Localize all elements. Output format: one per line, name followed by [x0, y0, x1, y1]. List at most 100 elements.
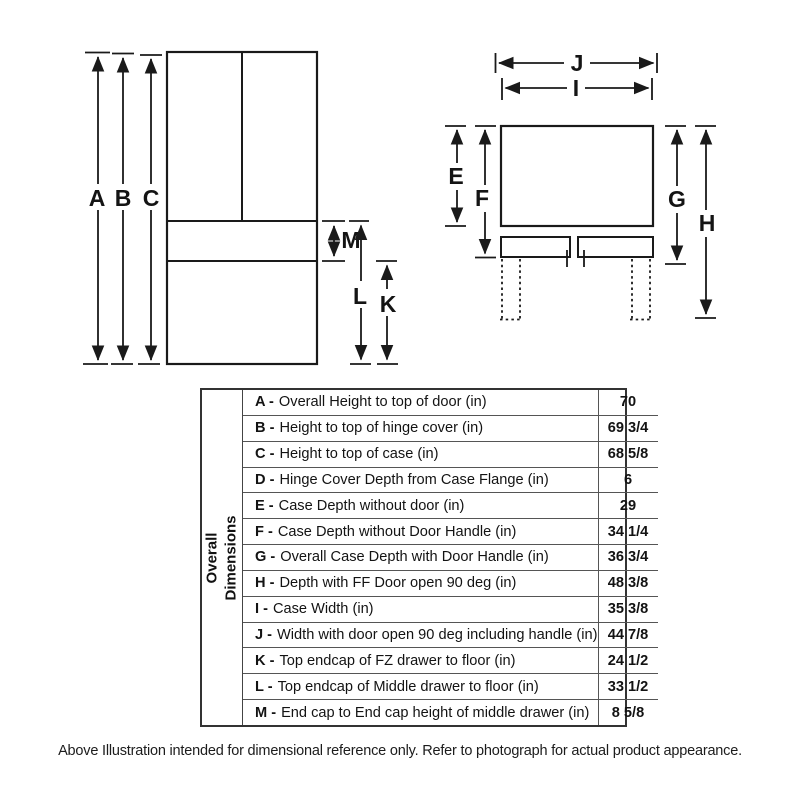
row-desc: Height to top of case (in)	[279, 446, 439, 463]
label-backing	[112, 184, 134, 210]
row-letter: H -	[255, 575, 275, 592]
dimension-diagram: A B C M	[83, 50, 720, 366]
row-value: 36 3/4	[607, 549, 649, 566]
open-door-projection-left	[500, 259, 521, 321]
table-row: M -End cap to End cap height of middle d…	[243, 700, 658, 725]
row-letter: D -	[255, 471, 275, 488]
dim-arrow-b: B	[111, 52, 134, 365]
row-desc: Top endcap of Middle drawer to floor (in…	[277, 678, 539, 695]
table-row: L -Top endcap of Middle drawer to floor …	[243, 674, 658, 701]
left-door-top-view	[500, 236, 571, 258]
table-row: G -Overall Case Depth with Door Handle (…	[243, 545, 658, 571]
dim-arrow-j: J	[494, 50, 658, 76]
row-desc-cell: K -Top endcap of FZ drawer to floor (in)	[243, 648, 599, 674]
row-desc-cell: A -Overall Height to top of door (in)	[243, 390, 599, 415]
row-letter: K -	[255, 652, 275, 669]
dim-arrow-m: M	[322, 220, 361, 262]
row-desc-cell: L -Top endcap of Middle drawer to floor …	[243, 674, 599, 700]
row-value: 29	[619, 497, 637, 514]
dim-label-l: L	[353, 283, 367, 309]
dim-arrow-c: C	[138, 54, 162, 365]
row-desc: Top endcap of FZ drawer to floor (in)	[279, 652, 516, 669]
row-desc-cell: H -Depth with FF Door open 90 deg (in)	[243, 570, 599, 596]
dim-label-b: B	[115, 185, 132, 211]
row-value: 6	[623, 471, 633, 488]
label-backing	[564, 50, 590, 75]
dim-arrow-h: H	[693, 125, 720, 319]
row-desc: Hinge Cover Depth from Case Flange (in)	[279, 471, 549, 488]
row-letter: C -	[255, 446, 275, 463]
row-desc: Width with door open 90 deg including ha…	[277, 627, 598, 644]
row-desc: Case Width (in)	[272, 601, 374, 618]
table-rows: A -Overall Height to top of door (in) 70…	[243, 390, 658, 725]
row-desc-cell: B -Height to top of hinge cover (in)	[243, 415, 599, 441]
dim-label-a: A	[89, 185, 106, 211]
dim-arrow-e: E	[444, 125, 467, 227]
dim-arrow-l: L	[349, 220, 371, 365]
dim-arrow-i: I	[501, 75, 653, 101]
dim-label-i: I	[573, 75, 579, 101]
row-desc: Overall Case Depth with Door Handle (in)	[280, 549, 549, 566]
row-letter: B -	[255, 420, 275, 437]
label-backing	[349, 281, 371, 308]
label-backing	[140, 184, 162, 210]
table-row: A -Overall Height to top of door (in) 70	[243, 390, 658, 416]
dim-label-j: J	[571, 50, 584, 76]
case-outline	[499, 124, 655, 228]
row-desc: Case Depth without door (in)	[278, 497, 465, 514]
row-desc: Depth with FF Door open 90 deg (in)	[279, 575, 517, 592]
front-view-diagram: A B C M	[83, 50, 398, 366]
row-letter: A -	[255, 394, 274, 411]
table-row: B -Height to top of hinge cover (in) 69 …	[243, 415, 658, 442]
row-desc-cell: F -Case Depth without Door Handle (in)	[243, 519, 599, 545]
row-desc-cell: G -Overall Case Depth with Door Handle (…	[243, 545, 599, 570]
row-value: 48 3/8	[607, 575, 649, 592]
dim-arrow-k: K	[376, 260, 398, 365]
row-desc: End cap to End cap height of middle draw…	[281, 704, 590, 721]
row-letter: J -	[255, 627, 273, 644]
dim-label-e: E	[448, 163, 463, 189]
dim-label-h: H	[699, 210, 716, 236]
row-desc: Case Depth without Door Handle (in)	[277, 523, 517, 540]
dim-arrow-a: A	[83, 51, 110, 365]
table-row: H -Depth with FF Door open 90 deg (in) 4…	[243, 570, 658, 597]
row-desc-cell: I - Case Width (in)	[243, 596, 599, 622]
row-letter: E -	[255, 497, 274, 514]
top-view-diagram: J I E	[444, 50, 720, 321]
row-letter: I -	[255, 601, 268, 618]
row-desc-cell: E -Case Depth without door (in)	[243, 493, 599, 519]
dim-label-k: K	[380, 291, 397, 317]
row-desc-cell: J -Width with door open 90 deg including…	[243, 622, 599, 648]
table-row: D -Hinge Cover Depth from Case Flange (i…	[243, 467, 658, 494]
label-backing	[664, 186, 690, 213]
row-desc: Overall Height to top of door (in)	[278, 394, 487, 411]
footer-caption: Above Illustration intended for dimensio…	[58, 743, 742, 759]
table-row: C -Height to top of case (in) 68 5/8	[243, 441, 658, 468]
row-value: 34 1/4	[607, 523, 649, 540]
row-value: 8 5/8	[611, 704, 645, 721]
table-row: E -Case Depth without door (in) 29	[243, 493, 658, 520]
row-desc-cell: C -Height to top of case (in)	[243, 441, 599, 467]
label-backing	[470, 185, 493, 212]
row-desc-cell: M -End cap to End cap height of middle d…	[243, 700, 599, 725]
table-row: J -Width with door open 90 deg including…	[243, 622, 658, 649]
row-value: 24 1/2	[607, 652, 649, 669]
row-desc: Height to top of hinge cover (in)	[279, 420, 484, 437]
row-value: 33 1/2	[607, 678, 649, 695]
label-backing	[693, 210, 720, 237]
label-backing	[377, 289, 398, 316]
row-value: 68 5/8	[607, 446, 649, 463]
row-letter: F -	[255, 523, 273, 540]
dimensions-table: Overall Dimensions A -Overall Height to …	[200, 388, 658, 727]
row-letter: M -	[255, 704, 277, 721]
table-row: K -Top endcap of FZ drawer to floor (in)…	[243, 648, 658, 675]
dim-label-g: G	[668, 186, 686, 212]
dim-label-c: C	[143, 185, 160, 211]
row-desc-cell: D -Hinge Cover Depth from Case Flange (i…	[243, 467, 599, 493]
row-value: 69 3/4	[607, 420, 649, 437]
label-backing	[444, 163, 467, 190]
dim-label-f: F	[475, 185, 489, 211]
right-door-top-view	[577, 236, 654, 258]
row-letter: L -	[255, 678, 273, 695]
